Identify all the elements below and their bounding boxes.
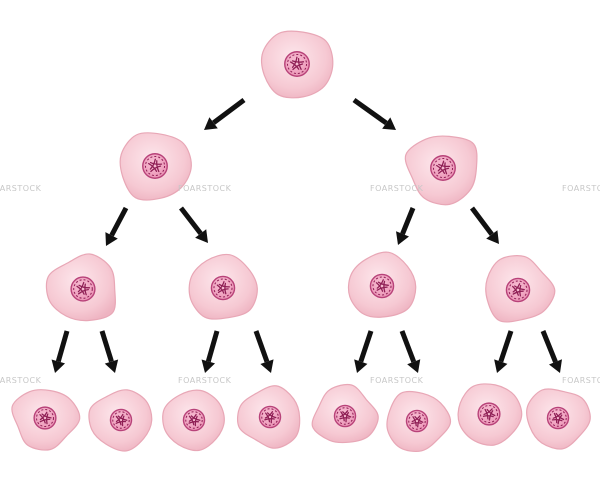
watermark-text: FOARSTOCK — [562, 184, 600, 193]
watermark-text: FOARSTOCK — [370, 184, 424, 193]
arrow — [179, 206, 208, 243]
arrow — [352, 97, 396, 130]
cell-nucleus — [333, 404, 357, 428]
arrow — [469, 206, 499, 244]
chromatin — [185, 411, 203, 429]
chromatin — [286, 53, 308, 75]
arrow — [51, 330, 70, 373]
chromatin — [480, 405, 498, 423]
cell-nucleus — [430, 155, 456, 181]
cell — [261, 30, 334, 99]
cell-nucleus — [477, 402, 501, 426]
arrow — [204, 98, 246, 130]
cell — [88, 389, 153, 452]
cell — [386, 390, 452, 453]
cells-layer — [11, 30, 591, 453]
cell — [236, 385, 301, 449]
cell-nucleus — [284, 51, 310, 77]
arrow — [354, 330, 374, 373]
chromatin — [144, 155, 166, 177]
cell — [45, 253, 116, 322]
arrow — [99, 330, 119, 373]
arrow — [201, 330, 220, 373]
cell — [119, 132, 192, 201]
arrow — [253, 330, 274, 373]
chromatin — [432, 157, 454, 179]
chromatin — [549, 409, 567, 427]
cell — [11, 389, 81, 451]
cell-nucleus — [405, 409, 429, 433]
cell — [485, 255, 556, 323]
cell-nucleus — [210, 275, 236, 301]
cell-nucleus — [33, 406, 57, 430]
arrow — [105, 206, 129, 246]
watermark-text: FOARSTOCK — [178, 184, 232, 193]
cell-nucleus — [258, 405, 282, 429]
cell-nucleus — [546, 406, 570, 430]
chromatin — [213, 278, 233, 298]
chromatin — [408, 412, 426, 430]
cell-nucleus — [182, 408, 206, 432]
watermark-text: FOARSTOCK — [562, 376, 600, 385]
cell-nucleus — [142, 153, 168, 179]
cell — [162, 389, 225, 452]
arrow — [540, 330, 562, 373]
chromatin — [112, 411, 130, 429]
arrow — [399, 330, 421, 373]
watermark-text: FOARSTOCK — [0, 376, 42, 385]
watermark-text: FOARSTOCK — [370, 376, 424, 385]
cell — [311, 383, 379, 444]
cell-nucleus — [70, 276, 96, 302]
arrows-layer — [51, 97, 562, 373]
cell — [347, 251, 417, 318]
chromatin — [336, 407, 354, 425]
chromatin — [73, 279, 93, 299]
cell-nucleus — [109, 408, 133, 432]
cell-nucleus — [505, 277, 531, 303]
chromatin — [36, 409, 54, 427]
chromatin — [261, 408, 279, 426]
cell — [457, 383, 523, 446]
arrow — [396, 207, 416, 245]
watermark-text: FOARSTOCK — [178, 376, 232, 385]
watermark-text: FOARSTOCK — [0, 184, 42, 193]
arrow — [494, 330, 514, 373]
chromatin — [372, 276, 392, 296]
chromatin — [508, 280, 528, 300]
cell — [188, 253, 258, 320]
cell-nucleus — [369, 273, 395, 299]
cell — [404, 135, 478, 206]
cell — [526, 388, 591, 450]
